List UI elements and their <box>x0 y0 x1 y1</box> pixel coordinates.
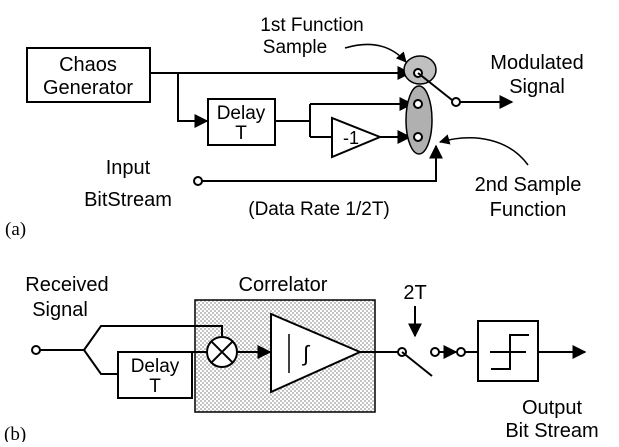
integrator-block <box>270 312 363 394</box>
delay-label-b-1: Delay <box>131 356 180 377</box>
part-a-label: (a) <box>5 219 26 240</box>
second-sample-function-label-1: 2nd Sample <box>475 174 582 196</box>
inverter-block <box>331 116 383 159</box>
correlator-label: Correlator <box>239 274 328 296</box>
sampler-contact-2 <box>430 347 440 357</box>
input-bitstream-label-1: Input <box>106 157 151 179</box>
output-bit-stream-label-1: Output <box>522 397 582 419</box>
modulated-signal-label-1: Modulated <box>490 52 583 74</box>
switch-blade-a <box>417 72 453 101</box>
second-sample-switch-region <box>405 85 433 155</box>
chaos-generator-label-1: Chaos <box>59 54 117 76</box>
decision-input-terminal <box>456 347 466 357</box>
delay-path-line <box>83 349 118 375</box>
inverter-label: -1 <box>343 128 359 148</box>
sampling-period-label: 2T <box>403 282 426 304</box>
data-rate-label: (Data Rate 1/2T) <box>248 199 390 220</box>
delay-label-a-2: T <box>235 123 247 144</box>
received-signal-label-1: Received <box>25 274 108 296</box>
multiplier-cross <box>210 340 234 364</box>
delay-block-a <box>207 98 276 146</box>
bitstream-control-line <box>202 144 443 182</box>
received-input-terminal <box>31 345 41 355</box>
integral-icon: ∫ <box>301 341 311 366</box>
second-sample-pointer <box>438 134 529 166</box>
chaos-generator-block <box>26 47 151 103</box>
received-signal-label-2: Signal <box>32 299 88 321</box>
delay-feed-line <box>177 73 209 128</box>
direct-path-line <box>83 325 223 351</box>
switch-contact-3 <box>413 132 423 142</box>
first-function-sample-label-1: 1st Function <box>260 15 364 36</box>
input-bitstream-label-2: BitStream <box>84 189 172 211</box>
first-function-sample-label-2: Sample <box>263 37 327 58</box>
switch-contact-2 <box>413 99 423 109</box>
bitstream-input-terminal <box>193 176 203 186</box>
threshold-step-icon <box>491 334 529 370</box>
part-b: Correlator Received Signal Delay T ∫ 2T <box>4 274 599 445</box>
first-sample-pointer <box>344 43 407 63</box>
delay-label-b-2: T <box>149 376 161 397</box>
modulated-signal-label-2: Signal <box>509 76 565 98</box>
output-bit-stream-label-2: Bit Stream <box>505 420 598 442</box>
second-sample-function-label-2: Function <box>490 199 567 221</box>
chaos-generator-label-2: Generator <box>43 77 133 99</box>
part-a: Chaos Generator Delay T -1 <box>5 15 584 240</box>
delay-block-b <box>117 351 193 399</box>
delay-label-a-1: Delay <box>217 103 266 124</box>
part-b-label: (b) <box>4 424 26 442</box>
sampler-blade <box>401 351 433 377</box>
switch-pivot-a <box>451 97 461 107</box>
